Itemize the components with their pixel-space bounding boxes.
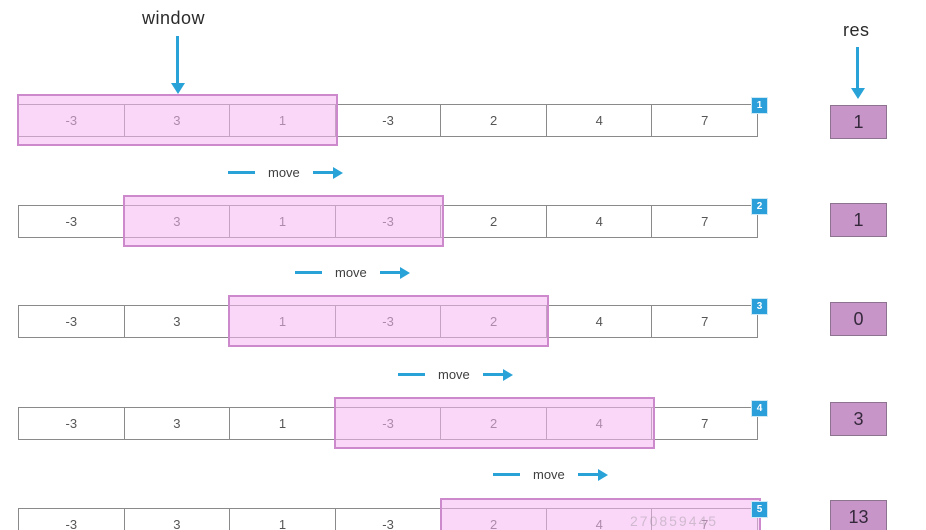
array-cell: 3 bbox=[125, 306, 231, 337]
array-cell: 2 bbox=[441, 206, 547, 237]
dash-icon bbox=[493, 473, 520, 476]
step-badge: 5 bbox=[751, 501, 768, 518]
array-cell: 4 bbox=[547, 105, 653, 136]
array-cell: 7 bbox=[701, 113, 709, 128]
window-label: window bbox=[142, 8, 206, 28]
array-cell: -3 bbox=[336, 509, 442, 530]
array-cell: 4 bbox=[547, 206, 653, 237]
array-cell: 1 bbox=[230, 509, 336, 530]
right-arrow-icon bbox=[482, 368, 513, 381]
array-cell: -3 bbox=[19, 206, 125, 237]
step-row-4: -3 3 1 -3 2 4 7 4 3 bbox=[0, 397, 926, 467]
dash-icon bbox=[228, 171, 255, 174]
step-row-2: -3 3 1 -3 2 4 7 2 1 bbox=[0, 195, 926, 265]
move-indicator: move bbox=[295, 265, 410, 280]
sliding-window-overlay bbox=[440, 498, 761, 530]
array-cell: -3 bbox=[19, 509, 125, 530]
array-cell: 7 bbox=[701, 314, 709, 329]
sliding-window-overlay bbox=[228, 295, 549, 347]
array-cell: 3 bbox=[125, 408, 231, 439]
array-cell: 3 bbox=[125, 509, 231, 530]
step-row-3: -3 3 1 -3 2 4 7 3 0 bbox=[0, 295, 926, 365]
array-cell: -3 bbox=[19, 306, 125, 337]
dash-icon bbox=[295, 271, 322, 274]
move-label: move bbox=[268, 165, 300, 180]
right-arrow-icon bbox=[379, 266, 410, 279]
array-cell: 7 bbox=[701, 214, 709, 229]
move-indicator: move bbox=[228, 165, 343, 180]
array-cell: 7 bbox=[701, 416, 709, 431]
sliding-window-overlay bbox=[17, 94, 338, 146]
move-label: move bbox=[335, 265, 367, 280]
res-pointer-arrow-line bbox=[856, 47, 859, 88]
step-row-5: -3 3 1 -3 2 4 7 5 13 bbox=[0, 498, 926, 530]
result-box: 3 bbox=[830, 402, 887, 436]
result-box: 1 bbox=[830, 105, 887, 139]
move-label: move bbox=[533, 467, 565, 482]
array-cell: -3 bbox=[19, 408, 125, 439]
result-box: 13 bbox=[830, 500, 887, 530]
window-pointer-arrow-line bbox=[176, 36, 179, 83]
array-cell: 2 bbox=[441, 105, 547, 136]
right-arrow-icon bbox=[577, 468, 608, 481]
array-cell: 1 bbox=[230, 408, 336, 439]
result-box: 0 bbox=[830, 302, 887, 336]
move-label: move bbox=[438, 367, 470, 382]
step-badge: 1 bbox=[751, 97, 768, 114]
step-badge: 3 bbox=[751, 298, 768, 315]
array-cell: -3 bbox=[336, 105, 442, 136]
down-arrow-icon bbox=[851, 88, 865, 99]
sliding-window-overlay bbox=[123, 195, 444, 247]
right-arrow-icon bbox=[312, 166, 343, 179]
watermark-text: 270859445 bbox=[630, 513, 719, 529]
res-label: res bbox=[843, 20, 870, 40]
sliding-window-overlay bbox=[334, 397, 655, 449]
down-arrow-icon bbox=[171, 83, 185, 94]
array-cell: 4 bbox=[547, 306, 653, 337]
step-badge: 4 bbox=[751, 400, 768, 417]
dash-icon bbox=[398, 373, 425, 376]
result-box: 1 bbox=[830, 203, 887, 237]
move-indicator: move bbox=[493, 467, 608, 482]
step-row-1: -3 3 1 -3 2 4 7 1 1 bbox=[0, 94, 926, 164]
move-indicator: move bbox=[398, 367, 513, 382]
step-badge: 2 bbox=[751, 198, 768, 215]
